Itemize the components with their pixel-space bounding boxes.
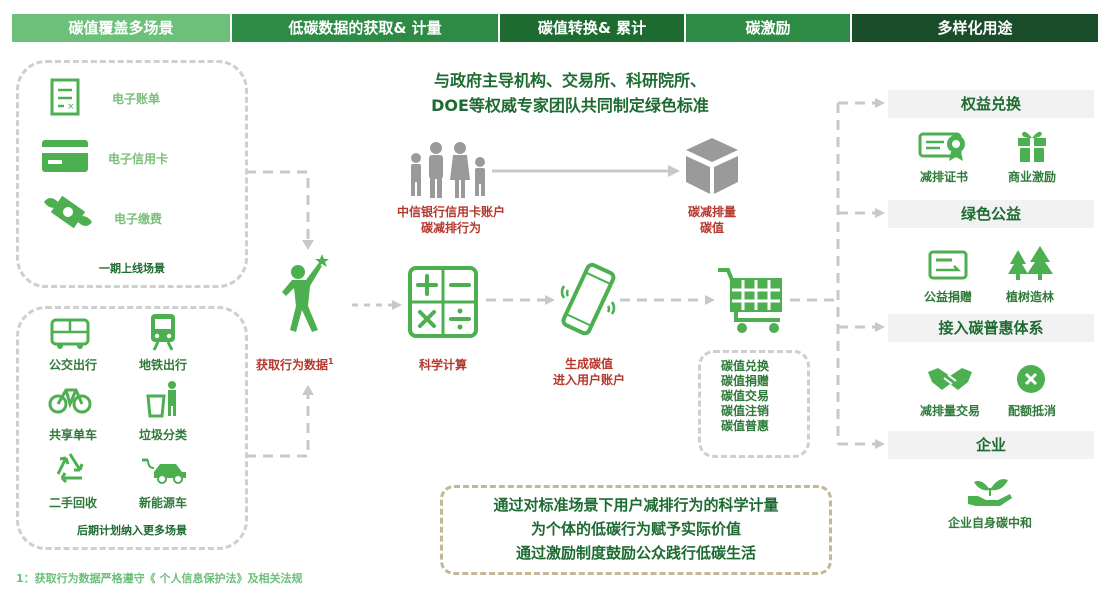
use-enterprise-title: 企业 bbox=[888, 431, 1094, 459]
credit-card-icon bbox=[42, 140, 88, 172]
family-icon bbox=[411, 142, 485, 198]
standard-title: 与政府主导机构、交易所、科研院所、 DOE等权威专家团队共同制定绿色标准 bbox=[380, 68, 760, 118]
family-label-line1: 中信银行信用卡账户 bbox=[396, 205, 505, 219]
acquire-label-text: 获取行为数据 bbox=[256, 358, 329, 372]
standard-line1: 与政府主导机构、交易所、科研院所、 bbox=[433, 71, 706, 90]
package-icon bbox=[686, 138, 738, 194]
family-label: 中信银行信用卡账户 碳减排行为 bbox=[376, 204, 526, 236]
tab-conversion[interactable]: 碳值转换& 累计 bbox=[500, 14, 684, 42]
donation-card-icon bbox=[928, 250, 968, 280]
bill-icon: × bbox=[50, 78, 80, 116]
family-label-line2: 碳减排行为 bbox=[420, 221, 481, 235]
certificate-icon bbox=[918, 132, 965, 161]
metro-icon bbox=[151, 314, 175, 351]
use-enterprise-item: 企业自身碳中和 bbox=[947, 516, 1032, 530]
use-inclusive-item-trade: 减排量交易 bbox=[919, 404, 980, 418]
tab-incentive[interactable]: 碳激励 bbox=[686, 14, 850, 42]
phase1-scenes-box bbox=[16, 60, 248, 288]
emission-label: 碳减排量 碳值 bbox=[662, 204, 762, 236]
use-green-item-donation: 公益捐赠 bbox=[923, 290, 972, 304]
carbon-use-exchange: 碳值兑换 bbox=[721, 359, 770, 373]
standard-line2: DOE等权威专家团队共同制定绿色标准 bbox=[431, 96, 709, 115]
use-green-title: 绿色公益 bbox=[888, 200, 1094, 228]
shopping-cart-icon bbox=[718, 268, 782, 333]
summary-line1: 通过对标准场景下用户减排行为的科学计量 bbox=[493, 496, 779, 514]
electric-car-icon bbox=[142, 458, 186, 484]
bicycle-icon bbox=[48, 388, 92, 414]
generate-label-line2: 进入用户账户 bbox=[552, 373, 625, 387]
later-item-recycle: 二手回收 bbox=[48, 496, 97, 510]
phase1-item-bill: 电子账单 bbox=[112, 92, 161, 106]
use-rights-title: 权益兑换 bbox=[888, 90, 1094, 118]
phase1-caption: 一期上线场景 bbox=[99, 262, 165, 275]
money-wings-icon bbox=[44, 195, 92, 229]
footnote: 1：获取行为数据严格遵守《 个人信息保护法》及相关法规 bbox=[16, 572, 303, 585]
carbon-use-cancel: 碳值注销 bbox=[721, 404, 770, 418]
use-rights-item-certificate: 减排证书 bbox=[919, 170, 968, 184]
later-caption: 后期计划纳入更多场景 bbox=[77, 524, 187, 537]
person-reaching-icon bbox=[282, 254, 329, 332]
summary-box: 通过对标准场景下用户减排行为的科学计量 为个体的低碳行为赋予实际价值 通过激励制… bbox=[440, 485, 832, 575]
acquire-label: 获取行为数据1 bbox=[256, 356, 334, 373]
emission-label-line2: 碳值 bbox=[699, 221, 724, 235]
carbon-use-inclusive: 碳值普惠 bbox=[721, 419, 770, 433]
forest-icon bbox=[1008, 246, 1053, 280]
use-rights-item-commercial: 商业激励 bbox=[1007, 170, 1056, 184]
gift-icon bbox=[1018, 131, 1046, 162]
tab-data-acquisition[interactable]: 低碳数据的获取& 计量 bbox=[232, 14, 498, 42]
summary-line2: 为个体的低碳行为赋予实际价值 bbox=[530, 520, 741, 538]
recycle-icon bbox=[56, 453, 84, 484]
later-item-ev: 新能源车 bbox=[138, 496, 187, 510]
garbage-sorting-icon bbox=[146, 381, 176, 418]
carbon-use-donate: 碳值捐赠 bbox=[721, 374, 770, 388]
tab-scenes[interactable]: 碳值覆盖多场景 bbox=[12, 14, 230, 42]
handshake-icon bbox=[928, 368, 972, 390]
acquire-footnote-marker: 1 bbox=[328, 357, 334, 366]
calculator-icon bbox=[408, 266, 478, 338]
bus-icon bbox=[50, 318, 90, 349]
use-green-item-forest: 植树造林 bbox=[1005, 290, 1054, 304]
later-item-metro: 地铁出行 bbox=[138, 358, 187, 372]
later-item-bike: 共享单车 bbox=[48, 428, 97, 442]
phase1-item-card: 电子信用卡 bbox=[108, 152, 169, 166]
calc-label: 科学计算 bbox=[418, 358, 467, 372]
generate-label: 生成碳值 进入用户账户 bbox=[540, 356, 638, 388]
tab-uses[interactable]: 多样化用途 bbox=[852, 14, 1098, 42]
use-inclusive-title: 接入碳普惠体系 bbox=[888, 314, 1094, 342]
later-scenes-box bbox=[16, 306, 248, 550]
hand-plant-icon bbox=[968, 479, 1012, 506]
emission-label-line1: 碳减排量 bbox=[687, 205, 736, 219]
phase1-item-payment: 电子缴费 bbox=[114, 212, 163, 226]
vibrating-phone-icon bbox=[560, 262, 616, 336]
quota-offset-icon bbox=[1017, 365, 1045, 393]
generate-label-line1: 生成碳值 bbox=[564, 357, 613, 371]
carbon-use-trade: 碳值交易 bbox=[721, 389, 770, 403]
later-item-garbage: 垃圾分类 bbox=[138, 428, 187, 442]
use-inclusive-item-offset: 配额抵消 bbox=[1007, 404, 1056, 418]
carbon-uses-box: 碳值兑换 碳值捐赠 碳值交易 碳值注销 碳值普惠 bbox=[698, 350, 810, 458]
summary-line3: 通过激励制度鼓励公众践行低碳生活 bbox=[515, 544, 756, 562]
svg-text:×: × bbox=[67, 102, 75, 112]
later-item-bus: 公交出行 bbox=[48, 358, 97, 372]
